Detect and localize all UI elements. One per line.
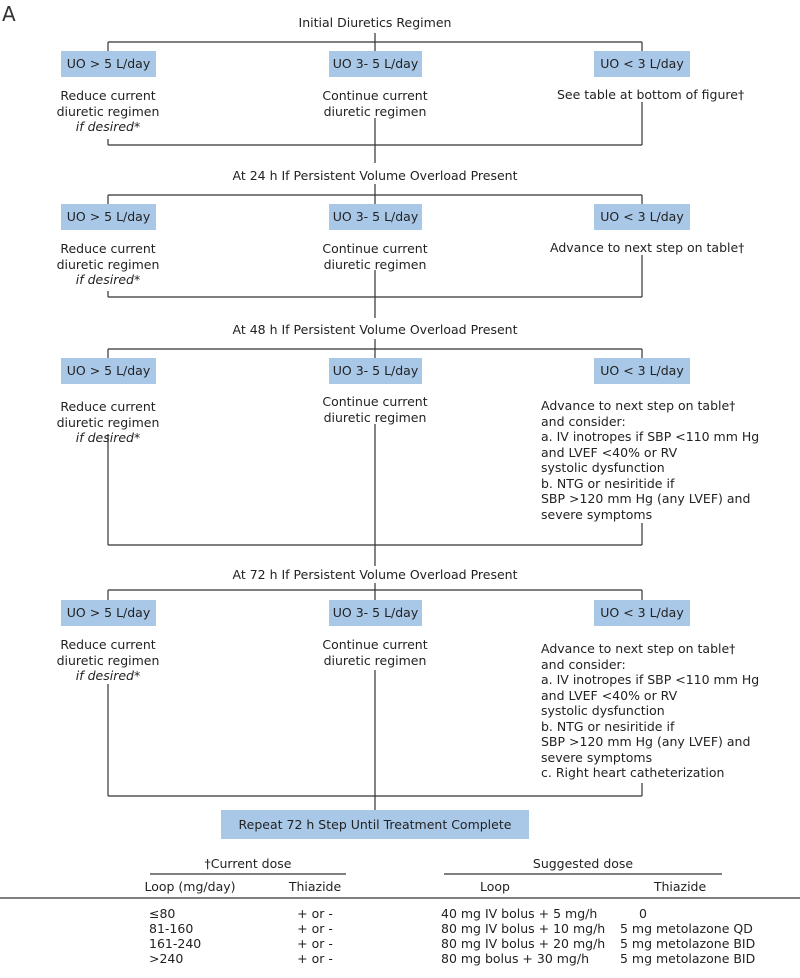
suggested-thiazide-cell: 5 mg metolazone QD (620, 921, 753, 936)
left-action: Reduce current diuretic regimen if desir… (38, 637, 178, 684)
suggested-thiazide-cell: 5 mg metolazone BID (620, 951, 756, 966)
current-loop-cell: 161-240 (149, 936, 202, 951)
uo-3-5-box: UO 3- 5 L/day (329, 600, 422, 626)
current-thiazide-cell: + or - (297, 936, 333, 951)
uo-under-3-box: UO < 3 L/day (594, 358, 690, 384)
if-desired-note: if desired* (75, 430, 141, 445)
suggested-loop-cell: 80 mg IV bolus + 20 mg/h (441, 936, 606, 951)
step-24h-heading: At 24 h If Persistent Volume Overload Pr… (232, 168, 518, 183)
right-action: Advance to next step on table† and consi… (541, 398, 760, 522)
right-action: Advance to next step on table† and consi… (541, 641, 760, 780)
uo-3-5-box: UO 3- 5 L/day (329, 51, 422, 77)
uo-over-5-box: UO > 5 L/day (61, 204, 156, 230)
if-desired-note: if desired* (75, 119, 141, 134)
uo-under-3-box: UO < 3 L/day (594, 600, 690, 626)
suggested-dose-header: Suggested dose (532, 856, 634, 871)
initial-regimen-title: Initial Diuretics Regimen (298, 15, 452, 30)
mid-action: Continue current diuretic regimen (322, 241, 428, 272)
uo-over-5-box: UO > 5 L/day (61, 600, 156, 626)
uo-over-5-box: UO > 5 L/day (61, 358, 156, 384)
left-action: Reduce current diuretic regimen if desir… (38, 88, 178, 135)
mid-action: Continue current diuretic regimen (322, 88, 428, 119)
uo-over-5-box: UO > 5 L/day (61, 51, 156, 77)
col-header-thiazide-current: Thiazide (288, 879, 342, 894)
suggested-thiazide-cell: 0 (639, 906, 647, 921)
step-48h-heading: At 48 h If Persistent Volume Overload Pr… (232, 322, 518, 337)
left-action: Reduce current diuretic regimen if desir… (38, 241, 178, 288)
current-loop-cell: ≤80 (149, 906, 176, 921)
suggested-loop-cell: 80 mg bolus + 30 mg/h (441, 951, 589, 966)
right-action: Advance to next step on table† (550, 240, 745, 255)
if-desired-note: if desired* (75, 272, 141, 287)
current-thiazide-cell: + or - (297, 921, 333, 936)
uo-under-3-box: UO < 3 L/day (594, 51, 690, 77)
current-thiazide-cell: + or - (297, 906, 333, 921)
mid-action: Continue current diuretic regimen (322, 637, 428, 668)
col-header-loop-suggested: Loop (480, 879, 510, 894)
if-desired-note: if desired* (75, 668, 141, 683)
uo-3-5-box: UO 3- 5 L/day (329, 204, 422, 230)
repeat-step-box: Repeat 72 h Step Until Treatment Complet… (221, 810, 529, 839)
col-header-thiazide-suggested: Thiazide (653, 879, 707, 894)
current-dose-header: †Current dose (204, 856, 292, 871)
mid-action: Continue current diuretic regimen (322, 394, 428, 425)
panel-label: A (2, 2, 16, 26)
uo-3-5-box: UO 3- 5 L/day (329, 358, 422, 384)
uo-under-3-box: UO < 3 L/day (594, 204, 690, 230)
suggested-thiazide-cell: 5 mg metolazone BID (620, 936, 756, 951)
left-action: Reduce current diuretic regimen if desir… (38, 399, 178, 446)
current-loop-cell: >240 (149, 951, 184, 966)
col-header-loop-current: Loop (mg/day) (144, 879, 236, 894)
suggested-loop-cell: 40 mg IV bolus + 5 mg/h (441, 906, 598, 921)
current-thiazide-cell: + or - (297, 951, 333, 966)
current-loop-cell: 81-160 (149, 921, 194, 936)
suggested-loop-cell: 80 mg IV bolus + 10 mg/h (441, 921, 606, 936)
right-action: See table at bottom of figure† (557, 87, 745, 102)
step-72h-heading: At 72 h If Persistent Volume Overload Pr… (232, 567, 518, 582)
